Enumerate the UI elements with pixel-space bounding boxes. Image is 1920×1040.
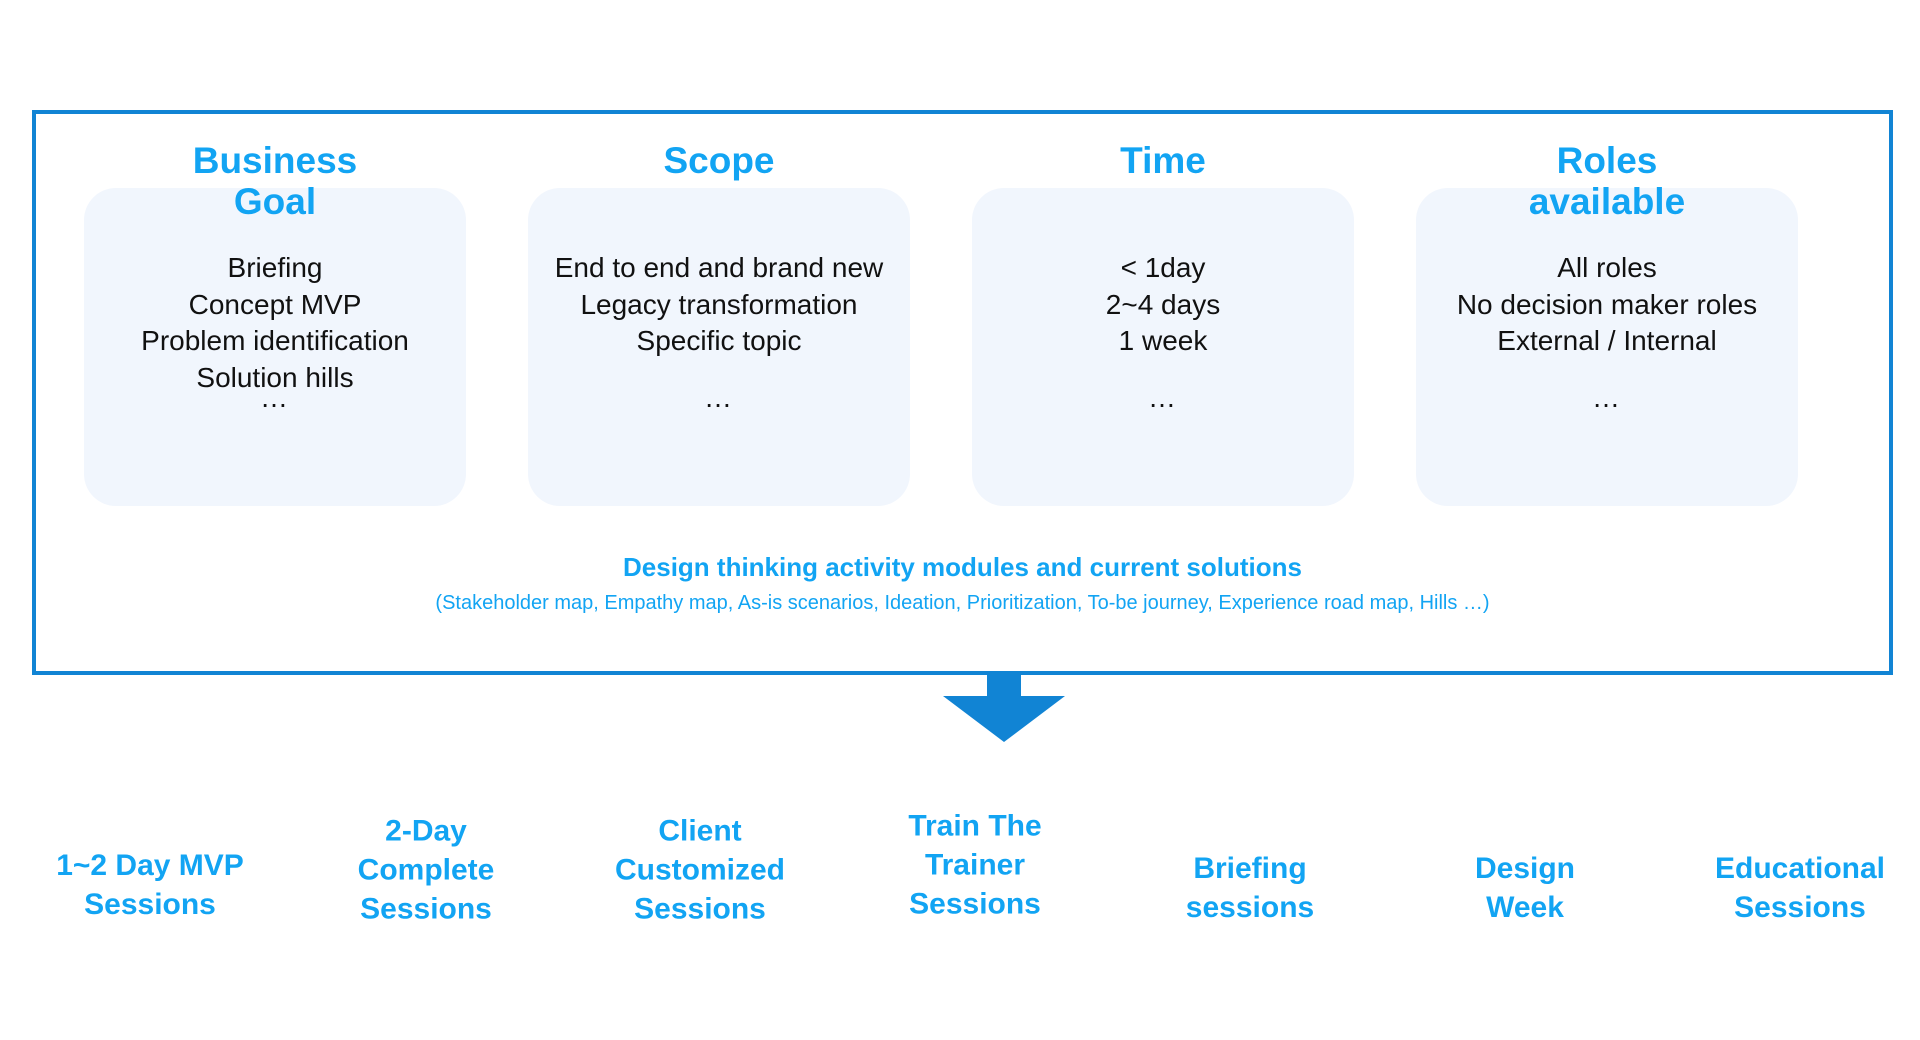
footer-subline: (Stakeholder map, Empathy map, As-is sce… [435, 592, 1490, 615]
card-ellipsis-scope: … [704, 382, 734, 413]
card-title-time: Time [1120, 140, 1206, 181]
session-label-train-the-trainer[interactable]: Train The Trainer Sessions [908, 809, 1042, 921]
card-title-business-goal: Business Goal [192, 140, 358, 223]
card-ellipsis-business-goal: … [260, 382, 290, 413]
card-title-scope: Scope [663, 140, 775, 181]
card-items-scope: End to end and brand new Legacy transfor… [554, 252, 884, 357]
session-label-mvp[interactable]: 1~2 Day MVP Sessions [56, 849, 244, 921]
card-items-business-goal: Briefing Concept MVP Problem identificat… [141, 252, 409, 394]
card-items-roles-available: All roles No decision maker roles Extern… [1456, 252, 1758, 357]
criteria-panel: Business Goal Briefing Concept MVP Probl… [32, 110, 1893, 675]
session-label-client-customized[interactable]: Client Customized Sessions [614, 814, 786, 926]
criteria-cards-row: Business Goal Briefing Concept MVP Probl… [84, 140, 1849, 508]
session-types-row: 1~2 Day MVP Sessions 2-Day Complete Sess… [0, 770, 1920, 980]
card-ellipsis-time: … [1148, 382, 1178, 413]
panel-footer: Design thinking activity modules and cur… [36, 552, 1889, 615]
card-title-roles-available: Roles available [1528, 140, 1686, 223]
footer-headline: Design thinking activity modules and cur… [623, 552, 1302, 582]
card-ellipsis-roles-available: … [1592, 382, 1622, 413]
arrow-down-icon [943, 672, 1065, 742]
session-label-2-day-complete[interactable]: 2-Day Complete Sessions [357, 814, 495, 926]
card-items-time: < 1day 2~4 days 1 week [1105, 252, 1221, 357]
criteria-card-business-goal: Business Goal Briefing Concept MVP Probl… [84, 140, 466, 506]
criteria-card-scope: Scope End to end and brand new Legacy tr… [528, 140, 910, 506]
session-label-educational[interactable]: Educational Sessions [1714, 852, 1886, 924]
criteria-card-roles-available: Roles available All roles No decision ma… [1416, 140, 1798, 506]
criteria-card-time: Time < 1day 2~4 days 1 week … [972, 140, 1354, 506]
session-label-briefing[interactable]: Briefing sessions [1185, 852, 1315, 924]
session-label-design-week[interactable]: Design Week [1474, 852, 1576, 924]
